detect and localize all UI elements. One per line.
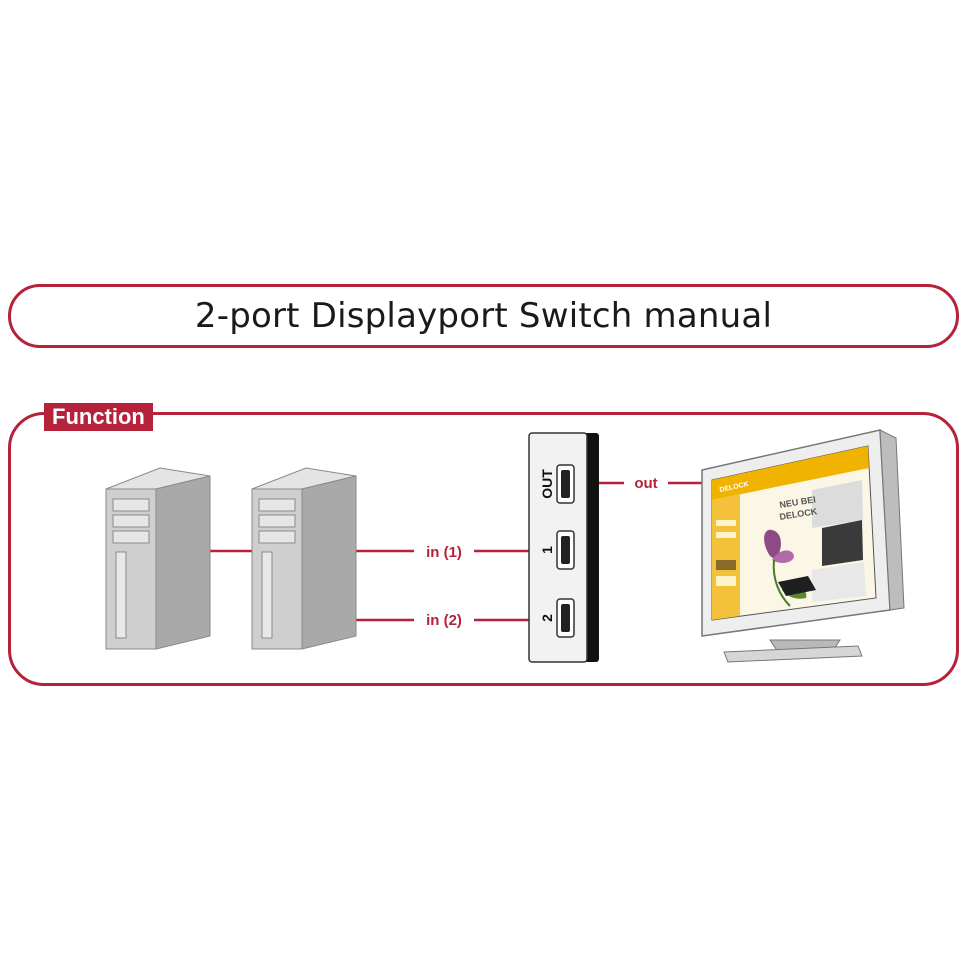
title-box: 2-port Displayport Switch manual [8,284,959,348]
function-panel [8,412,959,686]
page-title: 2-port Displayport Switch manual [194,296,773,336]
function-tag: Function [44,403,153,431]
